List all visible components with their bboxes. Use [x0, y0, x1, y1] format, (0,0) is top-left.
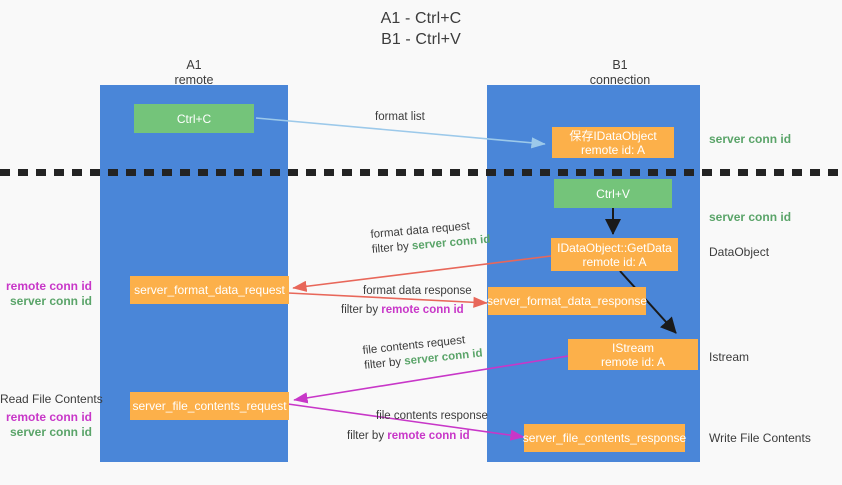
right-label-server-conn-id-top: server conn id — [709, 132, 792, 146]
node-ctrl-v-label: Ctrl+V — [596, 186, 630, 201]
node-server-format-data-request[interactable]: server_format_data_request — [130, 276, 289, 304]
filter-prefix: filter by — [371, 240, 413, 256]
title-line-2: B1 - Ctrl+V — [381, 31, 461, 48]
node-istream-line1: IStream — [611, 340, 654, 355]
edge-label-format-data-request: format data request filter by server con… — [370, 218, 491, 258]
node-server-file-contents-request[interactable]: server_file_contents_request — [130, 392, 289, 420]
edge-label-format-list-text: format list — [375, 111, 425, 123]
node-istream-line2: remote id: A — [600, 354, 666, 369]
node-idataobject-getdata[interactable]: IDataObject::GetData remote id: A — [551, 238, 678, 271]
left-label-server-conn-id-1: server conn id — [9, 294, 92, 308]
node-ctrl-c[interactable]: Ctrl+C — [134, 104, 254, 133]
edge-label-file-contents-response-text: file contents response — [376, 410, 488, 422]
filter-prefix: filter by — [341, 304, 382, 316]
node-server-file-contents-response[interactable]: server_file_contents_response — [522, 424, 687, 452]
diagram-title: A1 - Ctrl+C B1 - Ctrl+V — [0, 8, 842, 50]
left-label-read-file-contents: Read File Contents — [0, 392, 103, 406]
filter-value-remote-conn-id: remote conn id — [381, 304, 464, 316]
title-line-1: A1 - Ctrl+C — [380, 10, 462, 27]
node-idataobject-getdata-line1: IDataObject::GetData — [557, 240, 672, 255]
edge-label-format-list: format list — [375, 110, 425, 125]
filter-value-remote-conn-id: remote conn id — [387, 430, 470, 442]
right-label-write-file-contents: Write File Contents — [709, 431, 811, 445]
column-header-a1-name: A1 — [186, 58, 202, 72]
edge-label-format-data-response: format data response filter by remote co… — [341, 284, 472, 318]
left-label-remote-conn-id-1: remote conn id — [5, 279, 92, 293]
filter-prefix: filter by — [363, 355, 405, 372]
column-header-b1-subtitle: connection — [589, 73, 651, 87]
column-header-a1: A1 remote — [94, 58, 294, 88]
right-label-istream: Istream — [709, 350, 750, 364]
column-header-a1-subtitle: remote — [174, 73, 214, 87]
node-server-format-data-request-label: server_format_data_request — [134, 283, 285, 297]
node-save-idataobject-line2: remote id: A — [580, 142, 646, 157]
edge-label-file-contents-response: file contents response filter by remote … — [347, 409, 488, 444]
column-header-b1: B1 connection — [520, 58, 720, 88]
node-ctrl-v[interactable]: Ctrl+V — [554, 179, 672, 208]
edge-label-file-contents-request: file contents request filter by server c… — [362, 332, 483, 374]
node-save-idataobject[interactable]: 保存IDataObject remote id: A — [552, 127, 674, 158]
right-label-dataobject: DataObject — [709, 245, 770, 259]
left-label-remote-conn-id-2: remote conn id — [5, 410, 92, 424]
left-label-server-conn-id-2: server conn id — [9, 425, 92, 439]
edge-label-format-data-response-text: format data response — [363, 285, 472, 297]
node-idataobject-getdata-line2: remote id: A — [582, 254, 647, 269]
edge-label-format-data-response-filter: filter by remote conn id — [341, 303, 472, 318]
right-label-server-conn-id-mid: server conn id — [709, 210, 792, 224]
phase-separator-dashed-line — [0, 169, 842, 176]
node-server-format-data-response-label: server_format_data_response — [486, 294, 648, 308]
node-istream[interactable]: IStream remote id: A — [568, 339, 698, 370]
column-header-b1-name: B1 — [612, 58, 628, 72]
node-ctrl-c-label: Ctrl+C — [176, 111, 212, 126]
node-server-file-contents-response-label: server_file_contents_response — [522, 431, 687, 445]
node-server-file-contents-request-label: server_file_contents_request — [132, 399, 287, 413]
node-save-idataobject-line1: 保存IDataObject — [569, 128, 657, 143]
edge-label-file-contents-response-filter: filter by remote conn id — [347, 429, 488, 444]
node-server-format-data-response[interactable]: server_format_data_response — [486, 287, 648, 315]
filter-prefix: filter by — [347, 430, 388, 442]
